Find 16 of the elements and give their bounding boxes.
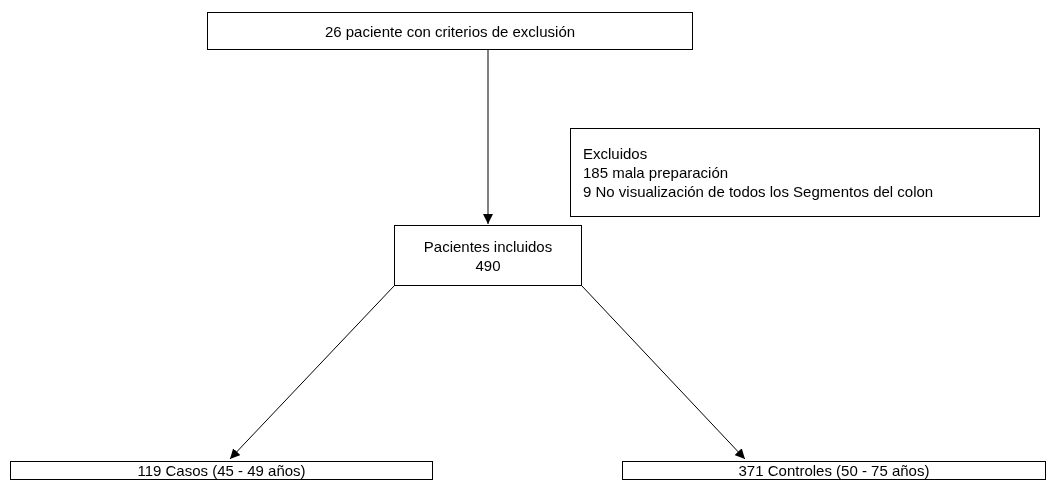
box-text: 26 paciente con criterios de exclusión xyxy=(324,21,576,41)
process-box xyxy=(10,461,433,480)
box-text: 9 No visualización de todos los Segmentos del colon xyxy=(583,182,934,201)
box-text: 119 Casos (45 - 49 años) xyxy=(137,461,306,480)
process-box xyxy=(622,461,1046,480)
box-text: Pacientes incluidos xyxy=(423,236,553,256)
process-box xyxy=(570,128,1040,217)
box-text: 371 Controles (50 - 75 años) xyxy=(738,461,930,480)
process-box xyxy=(394,225,582,286)
arrow xyxy=(229,285,395,460)
arrow xyxy=(581,285,746,460)
arrow xyxy=(483,49,493,225)
box-text: Excluidos xyxy=(583,144,648,163)
process-box xyxy=(207,12,693,50)
box-text: 490 xyxy=(475,255,501,275)
box-text: 185 mala preparación xyxy=(583,163,729,182)
